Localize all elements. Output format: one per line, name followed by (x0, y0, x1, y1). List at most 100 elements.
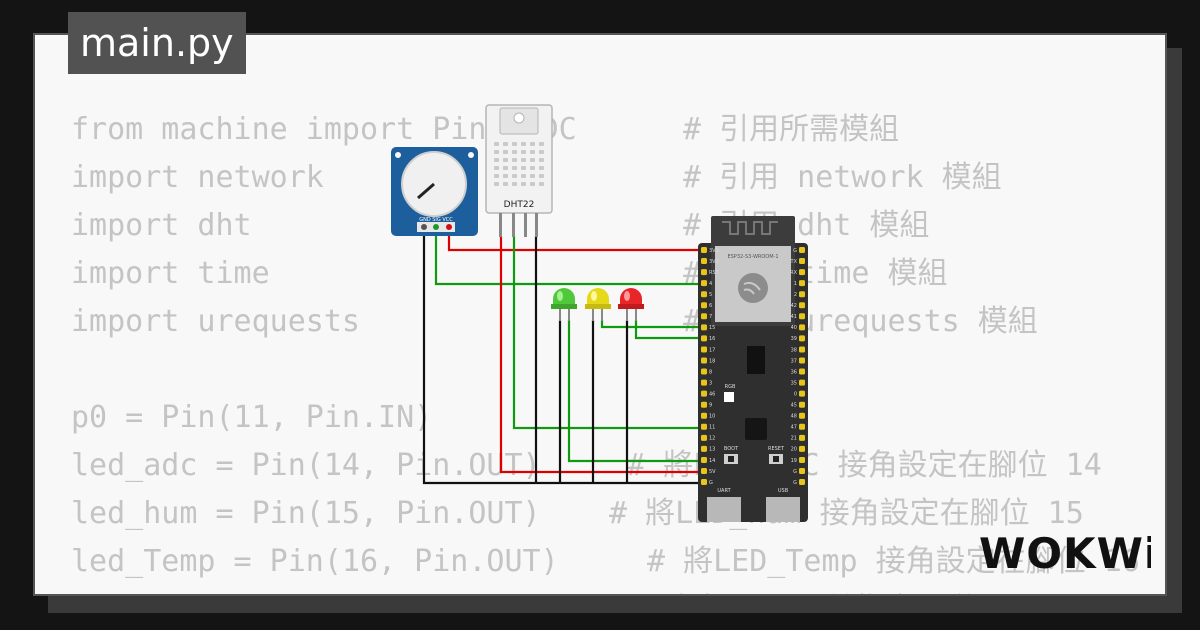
code-text: import dht (71, 208, 252, 243)
dht22-grill-slot (530, 166, 535, 170)
esp32-pin-label: 37 (791, 358, 797, 364)
dht22-grill-slot (503, 142, 508, 146)
esp32-pin-label: 2 (794, 292, 797, 298)
module-label: ESP32-S3-WROOM-1 (727, 254, 778, 260)
dht22-grill-slot (494, 150, 499, 154)
pot-pin-labels: GND SIG VCC (419, 217, 453, 223)
rgb-led (724, 392, 734, 402)
esp32-pin (799, 335, 805, 342)
esp32-pin (701, 324, 707, 331)
uart-port (707, 497, 741, 522)
dht22-label: DHT22 (504, 200, 535, 210)
esp32-pin (701, 445, 707, 452)
dht22-grill-slot (539, 174, 544, 178)
wire-dht-vcc (499, 236, 705, 474)
esp32-pin (799, 412, 805, 419)
esp32-pin-label: 45 (791, 403, 797, 409)
esp32-pin (799, 346, 805, 353)
dht22-grill-slot (521, 182, 526, 186)
esp32-pin-label: 16 (709, 336, 715, 342)
code-line: led_Temp = Pin(16, Pin.OUT)# 將LED_Temp 接… (71, 538, 1140, 586)
yellow-led[interactable] (585, 288, 611, 321)
dht22-grill-slot (494, 142, 499, 146)
esp32-pin (799, 302, 805, 309)
esp32-pin (799, 390, 805, 397)
potentiometer[interactable]: GND SIG VCC (391, 147, 478, 236)
esp32-pin-label: 14 (709, 458, 715, 464)
code-line: adc = ADC(1)# 建立 ADC，並指定通道 1 (71, 586, 1012, 594)
esp32-pin (701, 434, 707, 441)
esp32-pin (701, 280, 707, 287)
esp32-pin-label: 9 (709, 403, 712, 409)
esp32-pin-label: 17 (709, 347, 715, 353)
wire-pot-vcc (447, 226, 705, 252)
dht22-grill-slot (512, 158, 517, 162)
esp32-pin-label: 47 (791, 425, 797, 431)
esp32-pin (701, 456, 707, 463)
code-comment: # 引用所需模組 (683, 112, 900, 147)
esp32-pin (799, 291, 805, 298)
esp32-pin-label: 46 (709, 391, 715, 397)
esp32-pin (799, 269, 805, 276)
esp32-pin-label: 8 (709, 369, 712, 375)
dht22-grill-slot (494, 166, 499, 170)
dht22-grill-slot (521, 166, 526, 170)
esp32-pin-label: 18 (709, 358, 715, 364)
esp32-pin-label: 10 (709, 414, 715, 420)
file-tab[interactable]: main.py (68, 12, 246, 74)
esp32-pin (799, 357, 805, 364)
esp32-pin-label: 36 (791, 369, 797, 375)
dht22-grill-slot (521, 150, 526, 154)
esp32-pin-label: 11 (709, 425, 715, 431)
dht22-grill-slot (530, 182, 535, 186)
dht22-grill-slot (539, 182, 544, 186)
code-line: p0 = Pin(11, Pin.IN) (71, 394, 577, 442)
esp32-pin-label: 48 (791, 414, 797, 420)
code-text: import urequests (71, 304, 360, 339)
wokwi-logo-text: WOKWi (979, 529, 1151, 576)
dht22-grill-slot (512, 150, 517, 154)
boot-label: BOOT (724, 446, 739, 452)
dht22-grill-slot (503, 182, 508, 186)
wire-led-green-sig (567, 320, 705, 463)
esp32-pin (799, 379, 805, 386)
code-text: import time (71, 256, 270, 291)
reset-label: RESET (768, 446, 785, 452)
esp32-pin-label: 0 (794, 391, 797, 397)
esp32-pin (701, 269, 707, 276)
esp32-pin-label: TX (790, 259, 798, 265)
wire-pot-gnd (422, 226, 705, 485)
esp32-pin (701, 390, 707, 397)
esp32-pin (701, 291, 707, 298)
dht22-grill-slot (539, 158, 544, 162)
wire-led-yellow-sig (600, 320, 705, 329)
code-line: led_hum = Pin(15, Pin.OUT)# 將LED_hum 接角設… (71, 490, 1084, 538)
usb-label: USB (778, 488, 789, 494)
esp32-pin-label: 6 (709, 303, 712, 309)
wires (422, 226, 705, 485)
dht22-grill-slot (494, 174, 499, 178)
esp32-pin-label: G (709, 480, 713, 486)
esp32-pin (701, 379, 707, 386)
esp32-pin-label: 39 (791, 336, 797, 342)
dht22-grill-slot (503, 174, 508, 178)
wokwi-logo: WOKWi (979, 529, 1151, 576)
code-text: adc = ADC(1) (71, 592, 288, 594)
red-led[interactable] (618, 288, 644, 321)
esp32-pin-label: 3V3 (709, 248, 719, 254)
esp32-pin (799, 280, 805, 287)
esp32-board[interactable]: ESP32-S3-WROOM-1 RGB BOOT RESET UART USB… (698, 216, 808, 522)
esp32-pin-label: 5 (709, 292, 712, 298)
dht22-grill-slot (530, 158, 535, 162)
green-led[interactable] (551, 288, 577, 321)
esp32-pin-label: 15 (709, 325, 715, 331)
dht22-sensor[interactable]: DHT22 (485, 104, 553, 237)
dht22-grill-slot (539, 142, 544, 146)
esp32-pin (701, 401, 707, 408)
esp32-pin-label: 19 (791, 458, 797, 464)
wire-dht-data (512, 236, 705, 430)
esp32-pin-label: 3V3 (709, 259, 719, 265)
code-text: from machine import Pin, ADC (71, 112, 577, 147)
esp32-pin (701, 479, 707, 486)
esp32-pin (701, 423, 707, 430)
